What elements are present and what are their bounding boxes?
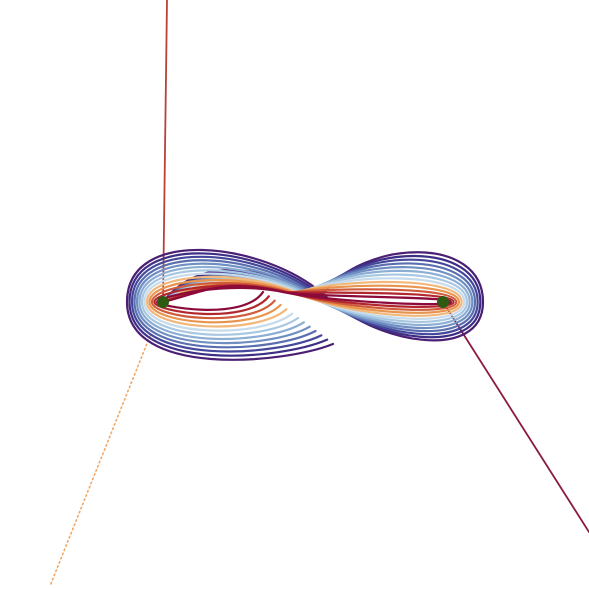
diagonal-ray	[442, 301, 589, 533]
endpoint-markers	[157, 296, 449, 308]
trajectory-curves	[125, 248, 485, 361]
guide-lines	[49, 0, 589, 587]
left-endpoint-marker	[157, 296, 169, 308]
right-endpoint-marker	[437, 296, 449, 308]
vertical-ray	[162, 0, 168, 303]
dotted-ray	[49, 335, 151, 587]
